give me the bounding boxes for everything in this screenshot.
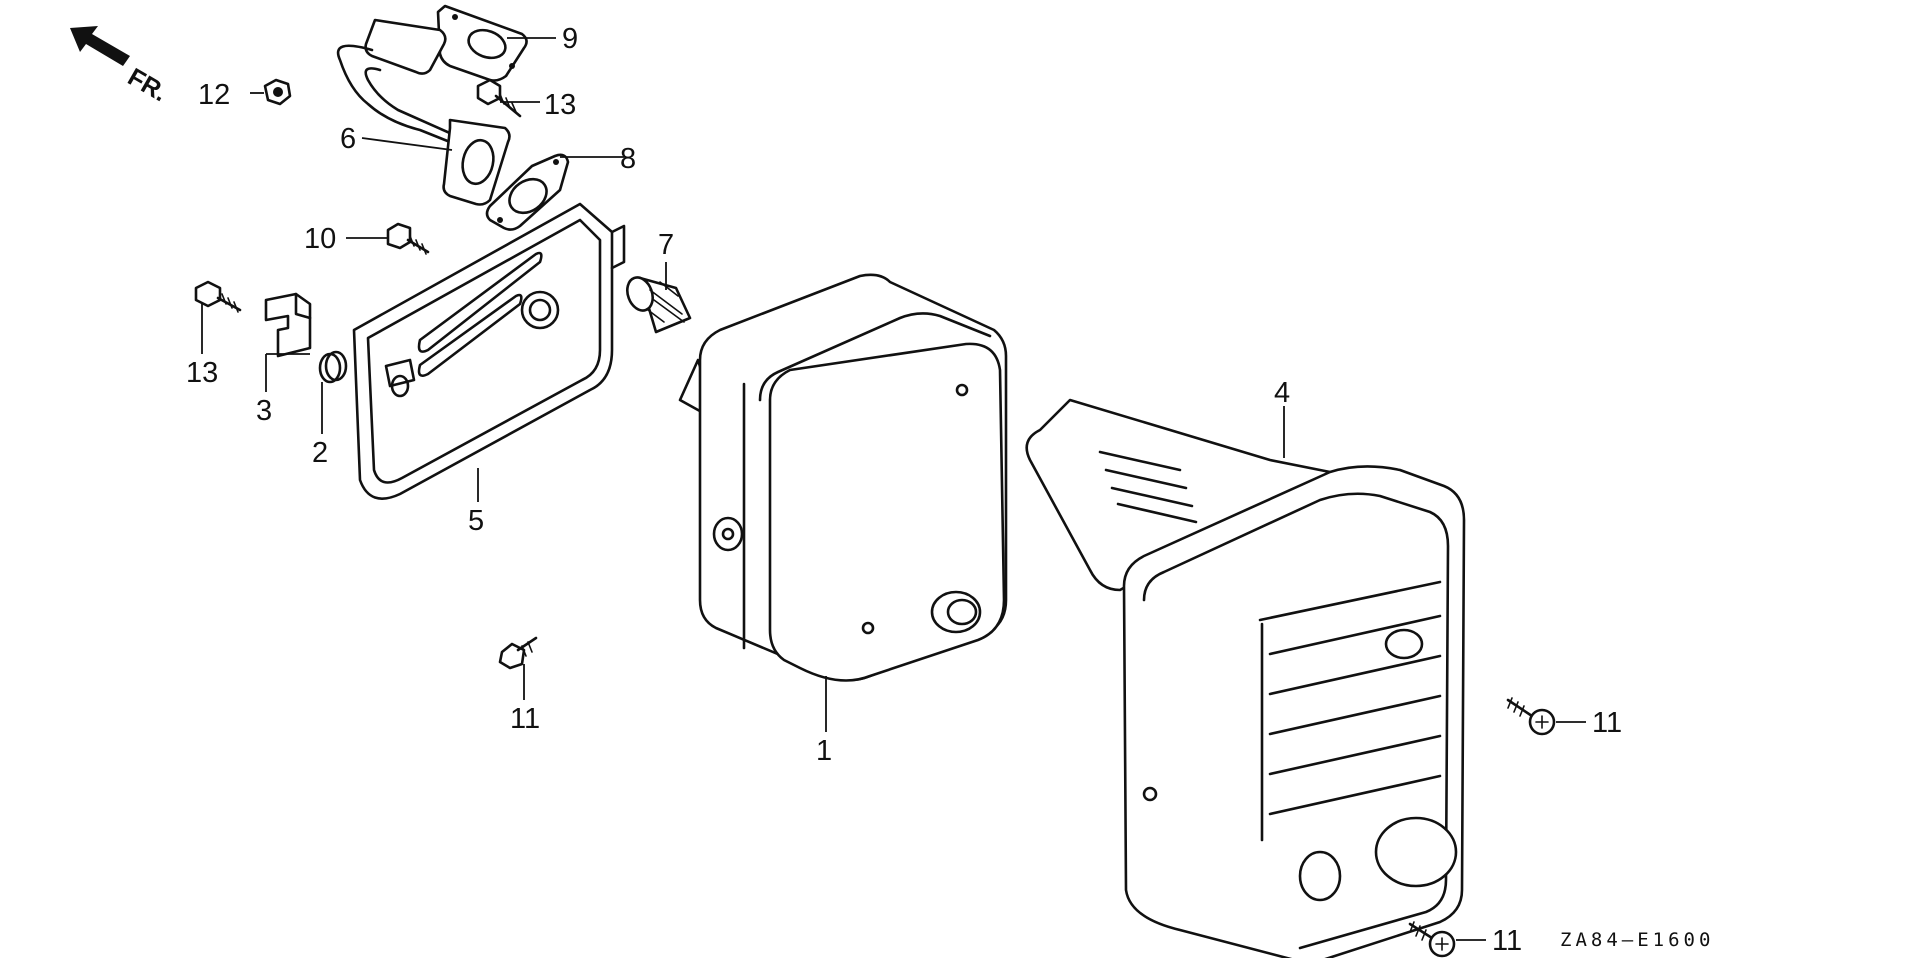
callout-13-top: 13 bbox=[544, 89, 576, 121]
callout-11-left: 11 bbox=[510, 703, 540, 735]
part-bolt-11-bottom bbox=[1408, 921, 1456, 958]
callout-13-left: 13 bbox=[186, 357, 218, 389]
part-spark-arrester-7 bbox=[626, 276, 692, 334]
part-gasket-9 bbox=[436, 4, 528, 82]
callout-7: 7 bbox=[658, 229, 674, 261]
callout-4: 4 bbox=[1274, 377, 1290, 409]
callout-5: 5 bbox=[468, 505, 484, 537]
part-muffler-1 bbox=[678, 273, 1008, 682]
callout-11-right: 11 bbox=[1592, 707, 1622, 739]
callout-1: 1 bbox=[816, 735, 832, 767]
part-bolt-10 bbox=[386, 222, 430, 255]
part-muffler-cover-4 bbox=[1025, 398, 1466, 958]
callout-6: 6 bbox=[340, 123, 356, 155]
part-collar-2 bbox=[318, 350, 348, 384]
callout-2: 2 bbox=[312, 437, 328, 469]
callout-9: 9 bbox=[562, 23, 578, 55]
callout-numbers: 9 13 12 6 8 10 7 13 3 2 5 1 4 11 11 11 bbox=[186, 23, 1622, 957]
front-direction-arrow: FR. bbox=[70, 26, 172, 107]
callout-8: 8 bbox=[620, 143, 636, 175]
part-bolt-13-top bbox=[476, 78, 522, 118]
part-protector-5 bbox=[352, 202, 626, 500]
callout-10: 10 bbox=[304, 223, 336, 255]
callout-12: 12 bbox=[198, 79, 230, 111]
part-bolt-11-left bbox=[498, 636, 538, 670]
front-indicator-label: FR. bbox=[123, 63, 172, 107]
part-exhaust-pipe-6 bbox=[336, 18, 511, 206]
part-bolt-11-right bbox=[1506, 697, 1556, 736]
callout-3: 3 bbox=[256, 395, 272, 427]
part-gasket-8 bbox=[485, 153, 570, 231]
part-nut-12 bbox=[263, 78, 292, 106]
part-bolt-13-left bbox=[194, 280, 242, 313]
drawing-code: ZA84–E1600 bbox=[1560, 929, 1714, 951]
leader-lines bbox=[201, 37, 1586, 941]
part-bracket-3 bbox=[264, 292, 312, 358]
callout-11-bottom: 11 bbox=[1492, 925, 1522, 957]
